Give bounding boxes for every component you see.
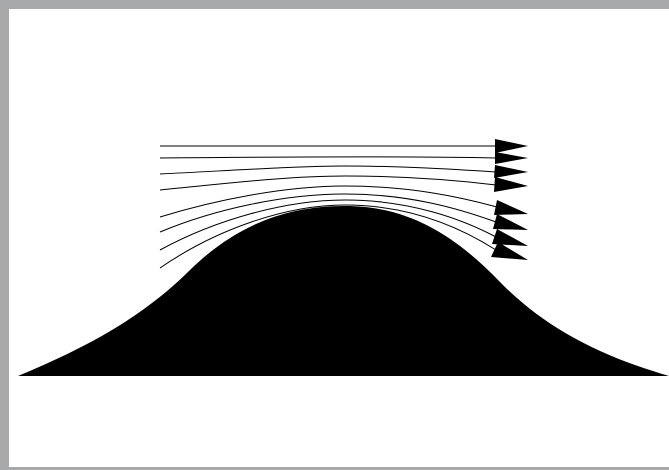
arrowhead-2 (495, 152, 528, 164)
arrowhead-3 (494, 165, 528, 178)
arrowheads (491, 139, 528, 260)
arrowhead-4 (494, 177, 528, 192)
hill-silhouette (18, 206, 669, 376)
arrowhead-1 (495, 139, 528, 153)
arrowhead-6 (493, 214, 528, 230)
streamline-4 (160, 176, 496, 190)
streamline-2 (160, 157, 497, 158)
arrowhead-5 (494, 200, 528, 215)
streamline-3 (160, 166, 496, 174)
